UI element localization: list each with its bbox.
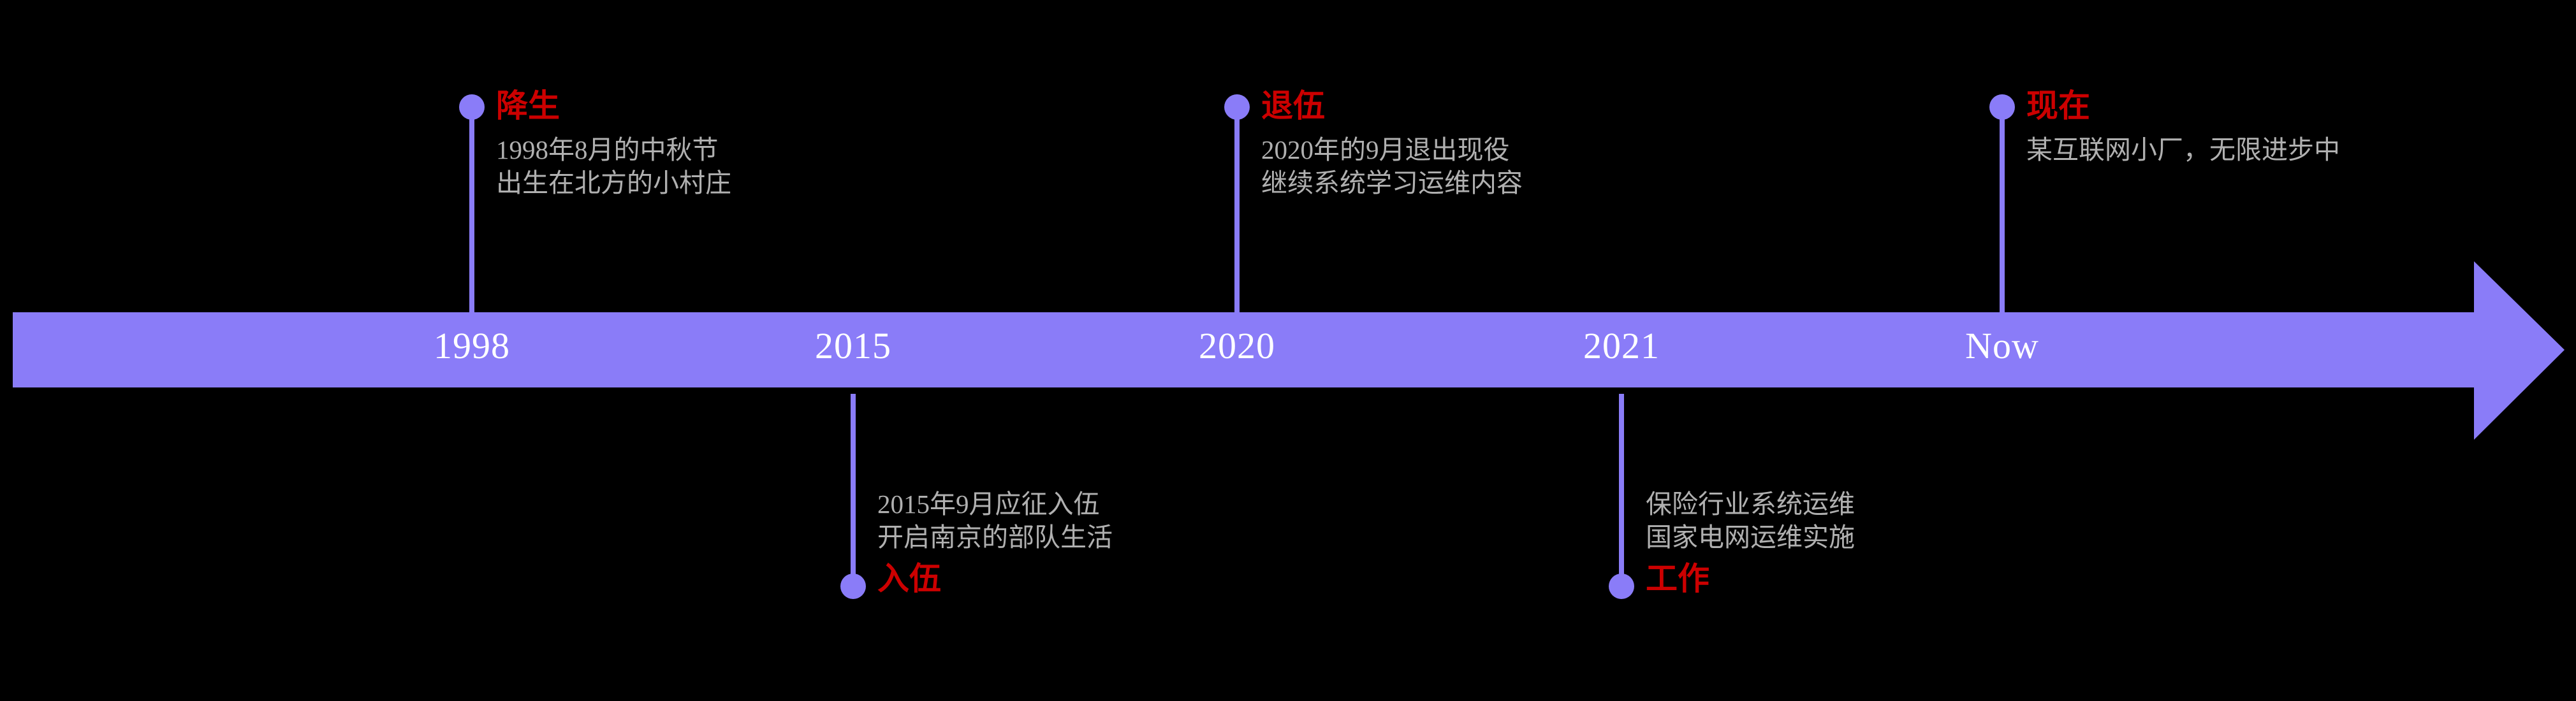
year-label-2015: 2015 [815, 325, 891, 366]
event-work: 保险行业系统运维 国家电网运维实施 工作 [1646, 488, 1855, 595]
event-desc-discharge-line-2: 继续系统学习运维内容 [1261, 168, 1523, 198]
event-desc-enlist-line-2: 开启南京的部队生活 [877, 523, 1113, 553]
marker-dot-work[interactable] [1609, 574, 1634, 599]
event-desc-discharge-line-1: 2020年的9月退出现役 [1261, 134, 1510, 164]
event-desc-birth-line-2: 出生在北方的小村庄 [496, 168, 731, 198]
marker-dot-enlist[interactable] [840, 574, 866, 599]
event-desc-work-line-2: 国家电网运维实施 [1646, 523, 1855, 553]
year-label-now: Now [1965, 325, 2039, 366]
year-label-2021: 2021 [1583, 325, 1660, 366]
marker-stem-birth [469, 107, 474, 314]
event-desc-now-line-1: 某互联网小厂，无限进步中 [2026, 134, 2340, 164]
marker-stem-enlist [851, 394, 856, 585]
event-birth: 降生 1998年8月的中秋节 出生在北方的小村庄 [496, 89, 731, 199]
event-desc-birth-line-1: 1998年8月的中秋节 [496, 134, 719, 164]
event-desc-work-line-1: 保险行业系统运维 [1646, 489, 1855, 519]
event-discharge: 退伍 2020年的9月退出现役 继续系统学习运维内容 [1261, 89, 1523, 199]
year-label-2020: 2020 [1199, 325, 1275, 366]
arrow-shape [13, 261, 2565, 440]
marker-stem-now [2000, 107, 2005, 314]
event-title-birth: 降生 [496, 88, 560, 124]
marker-stem-discharge [1234, 107, 1240, 314]
event-title-now: 现在 [2026, 88, 2090, 124]
event-title-enlist: 入伍 [877, 560, 941, 596]
event-title-work: 工作 [1646, 560, 1709, 596]
event-enlist: 2015年9月应征入伍 开启南京的部队生活 入伍 [877, 488, 1113, 595]
event-title-discharge: 退伍 [1261, 88, 1325, 124]
year-label-1998: 1998 [434, 325, 510, 366]
event-now: 现在 某互联网小厂，无限进步中 [2026, 89, 2340, 166]
event-desc-enlist-line-1: 2015年9月应征入伍 [877, 489, 1100, 519]
marker-stem-work [1619, 394, 1624, 585]
